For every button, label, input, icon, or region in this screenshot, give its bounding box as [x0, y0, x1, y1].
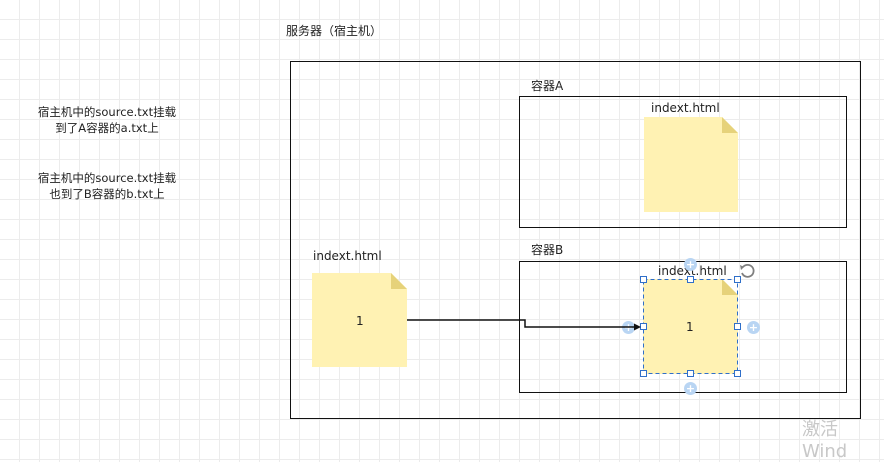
plus-icon-left[interactable]: + — [622, 321, 635, 334]
server-box[interactable] — [290, 61, 861, 419]
resize-handle-e[interactable] — [734, 323, 741, 330]
resize-handle-ne[interactable] — [734, 276, 741, 283]
activation-watermark: 激活 Wind — [802, 419, 848, 462]
container-b-file-value: 1 — [686, 320, 694, 334]
host-file-name: indext.html — [313, 249, 382, 263]
host-file-value: 1 — [356, 314, 364, 328]
resize-handle-n[interactable] — [687, 276, 694, 283]
host-file-note[interactable] — [312, 273, 407, 367]
container-a-box[interactable] — [519, 96, 847, 228]
note-a-line1: 宿主机中的source.txt挂载 — [37, 105, 177, 119]
resize-handle-se[interactable] — [734, 370, 741, 377]
rotate-icon[interactable] — [739, 263, 755, 279]
container-a-label: 容器A — [531, 79, 564, 93]
note-b: 宿主机中的source.txt挂载 也到了B容器的b.txt上 — [18, 170, 196, 202]
resize-handle-nw[interactable] — [640, 276, 647, 283]
container-b-label: 容器B — [531, 243, 564, 257]
container-a-file-note[interactable] — [644, 117, 738, 212]
note-a-line2: 到了A容器的a.txt上 — [55, 121, 159, 135]
note-b-line1: 宿主机中的source.txt挂载 — [37, 171, 177, 185]
container-a-file-name: indext.html — [651, 101, 720, 115]
plus-icon-right[interactable]: + — [747, 321, 760, 334]
resize-handle-w[interactable] — [640, 323, 647, 330]
plus-icon-bottom[interactable]: + — [684, 382, 697, 395]
server-label: 服务器（宿主机） — [286, 24, 383, 38]
note-a: 宿主机中的source.txt挂载 到了A容器的a.txt上 — [18, 104, 196, 136]
resize-handle-s[interactable] — [687, 370, 694, 377]
note-b-line2: 也到了B容器的b.txt上 — [49, 187, 165, 201]
resize-handle-sw[interactable] — [640, 370, 647, 377]
plus-icon-top[interactable]: + — [684, 258, 697, 271]
container-b-file-name: indext.html — [658, 264, 727, 278]
